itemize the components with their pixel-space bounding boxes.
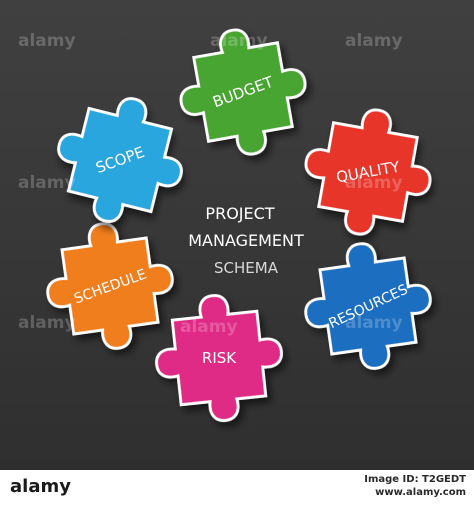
watermark-text: alamy (18, 173, 76, 193)
watermark-text: alamy (18, 31, 76, 51)
image-id-line: Image ID: T2GEDT (364, 474, 466, 485)
watermark-text: alamy (210, 31, 268, 51)
image-id: Image ID: T2GEDT www.alamy.com (364, 473, 466, 499)
watermark-text: alamy (180, 317, 238, 337)
subtitle: SCHEMA (214, 259, 279, 277)
watermark-text: alamy (345, 313, 403, 333)
title-line-1: PROJECT (205, 204, 274, 223)
watermark-layer: alamy alamy alamy alamy alamy alamy alamy alamy (18, 31, 403, 337)
puzzle-piece-scope: SCOPE (42, 82, 198, 238)
puzzle-piece-schedule: SCHEDULE (37, 213, 183, 359)
title-line-2: MANAGEMENT (188, 231, 304, 250)
puzzle-piece-risk: RISK (148, 287, 290, 429)
center-title: PROJECT MANAGEMENT SCHEMA (188, 204, 304, 277)
footer-bar: alamy Image ID: T2GEDT www.alamy.com (0, 470, 474, 506)
puzzle-piece-budget: BUDGET (168, 17, 318, 167)
watermark-text: alamy (345, 173, 403, 193)
website-line: www.alamy.com (375, 487, 466, 498)
piece-label-risk: RISK (202, 349, 237, 367)
watermark-text: alamy (18, 313, 76, 333)
puzzle-piece-resources: RESOURCES (295, 233, 441, 379)
watermark-text: alamy (345, 31, 403, 51)
alamy-logo: alamy (10, 476, 71, 497)
diagram-canvas: BUDGETQUALITYRESOURCESRISKSCHEDULESCOPE … (0, 0, 474, 470)
puzzle-piece-quality: QUALITY (293, 97, 443, 247)
